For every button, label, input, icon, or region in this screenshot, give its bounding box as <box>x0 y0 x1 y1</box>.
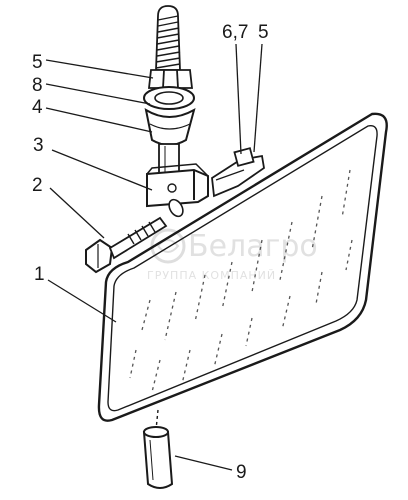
callout-6-7: 6,7 <box>222 22 248 43</box>
callout-2: 2 <box>32 175 43 196</box>
watermark-logo: Белагро ГРУППА КОМПАНИЙ <box>147 228 318 282</box>
callout-4: 4 <box>32 97 43 118</box>
callout-5-right: 5 <box>258 22 269 43</box>
callout-1: 1 <box>34 264 45 285</box>
support-rod <box>158 143 180 175</box>
nut-upper <box>147 69 194 89</box>
callout-8: 8 <box>32 75 43 96</box>
protective-sleeve <box>142 409 174 489</box>
watermark-tagline: ГРУППА КОМПАНИЙ <box>147 269 276 282</box>
mounting-bracket <box>146 163 209 208</box>
watermark-name: Белагро <box>188 229 318 264</box>
callout-3: 3 <box>33 135 44 156</box>
threaded-stud <box>155 5 181 71</box>
mirror-glass <box>97 112 388 422</box>
callout-5-top: 5 <box>32 52 43 73</box>
washer-ring <box>143 86 195 110</box>
adjusting-bolt <box>85 198 184 274</box>
leader-lines <box>45 43 263 471</box>
mirror-clamp <box>211 147 265 198</box>
callout-9: 9 <box>236 462 247 483</box>
bushing-cone <box>144 107 196 146</box>
